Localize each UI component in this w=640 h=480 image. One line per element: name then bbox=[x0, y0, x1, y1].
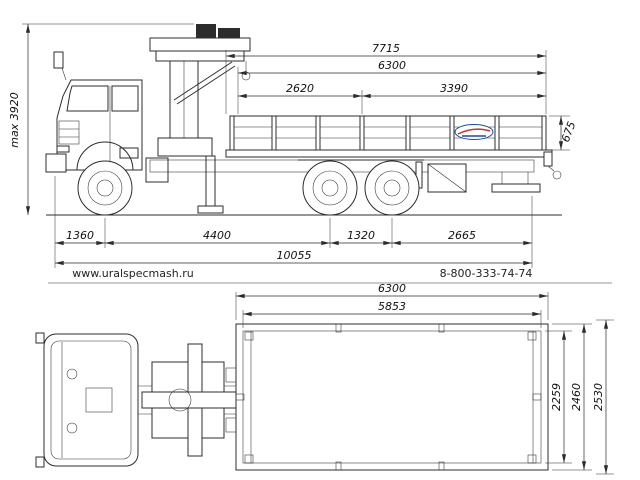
rear-axle-spacing-label: 1320 bbox=[347, 229, 375, 242]
website-text: www.uralspecmash.ru bbox=[72, 267, 193, 280]
outrigger-leg bbox=[205, 155, 216, 207]
bed-inner-length-label: 5853 bbox=[378, 300, 406, 313]
dim-bed-length-plan: 6300 bbox=[235, 282, 549, 320]
overall-height-label: max 3920 bbox=[8, 92, 21, 147]
bed-length-side-label: 6300 bbox=[378, 59, 406, 72]
phone-text: 8-800-333-74-74 bbox=[440, 267, 533, 280]
dim-bed-sections: 2620 3390 bbox=[237, 82, 547, 114]
roof-hatch bbox=[85, 387, 113, 413]
truck-side-view bbox=[45, 24, 562, 216]
bed-plan bbox=[235, 323, 549, 471]
dim-length-with-crane: 7715 bbox=[225, 42, 547, 114]
dim-overall-height: max 3920 bbox=[8, 23, 194, 216]
bed-rear-section-label: 3390 bbox=[440, 82, 468, 95]
footer-band: www.uralspecmash.ru 8-800-333-74-74 bbox=[48, 267, 612, 284]
dim-bed-length-side: 6300 bbox=[237, 59, 547, 114]
overall-width-label: 2530 bbox=[592, 383, 605, 411]
crane-base bbox=[157, 137, 213, 157]
fuel-tank bbox=[145, 157, 169, 183]
length-with-crane-label: 7715 bbox=[372, 42, 400, 55]
bed-width-label: 2460 bbox=[570, 383, 583, 411]
dim-length-chain: 1360 4400 1320 2665 bbox=[54, 176, 533, 268]
bed-length-plan-label: 6300 bbox=[378, 282, 406, 295]
rear-wheels bbox=[302, 160, 420, 216]
dim-bed-inner-width: 2259 bbox=[545, 330, 572, 464]
dim-bed-inner-length-plan: 5853 bbox=[242, 300, 542, 328]
cab-step bbox=[119, 147, 139, 159]
board-height-label: 675 bbox=[559, 120, 578, 144]
crane-plan bbox=[138, 343, 237, 457]
crane-pivot-plan bbox=[168, 388, 192, 412]
front-overhang-label: 1360 bbox=[66, 229, 94, 242]
cab-side bbox=[45, 51, 143, 173]
mirror-right-plan bbox=[35, 456, 45, 468]
bed-front-section-label: 2620 bbox=[286, 82, 314, 95]
dim-bed-width: 2460 bbox=[552, 323, 592, 471]
front-bumper bbox=[45, 153, 67, 173]
crane-boom-plan bbox=[141, 391, 237, 409]
overall-length-label: 10055 bbox=[277, 249, 312, 262]
bed-floor bbox=[225, 149, 553, 158]
truck-plan-view bbox=[35, 323, 549, 471]
dim-overall-length: 10055 bbox=[54, 249, 533, 266]
bed-inner-width-label: 2259 bbox=[550, 383, 563, 411]
tow-hook bbox=[552, 170, 562, 180]
mirror-left-plan bbox=[35, 332, 45, 344]
uralspecmash-logo bbox=[454, 124, 494, 140]
wheelbase-label: 4400 bbox=[203, 229, 231, 242]
crane-side bbox=[149, 24, 251, 214]
front-wheel bbox=[77, 160, 133, 216]
cab-plan bbox=[35, 332, 139, 468]
mirror bbox=[53, 51, 64, 69]
taillight-bracket bbox=[543, 151, 553, 167]
dim-overall-width: 2530 bbox=[592, 319, 614, 475]
rear-overhang-label: 2665 bbox=[448, 229, 476, 242]
outrigger-foot bbox=[197, 205, 224, 214]
underrun-guard bbox=[491, 183, 541, 193]
dim-board-height: 675 bbox=[549, 115, 578, 151]
